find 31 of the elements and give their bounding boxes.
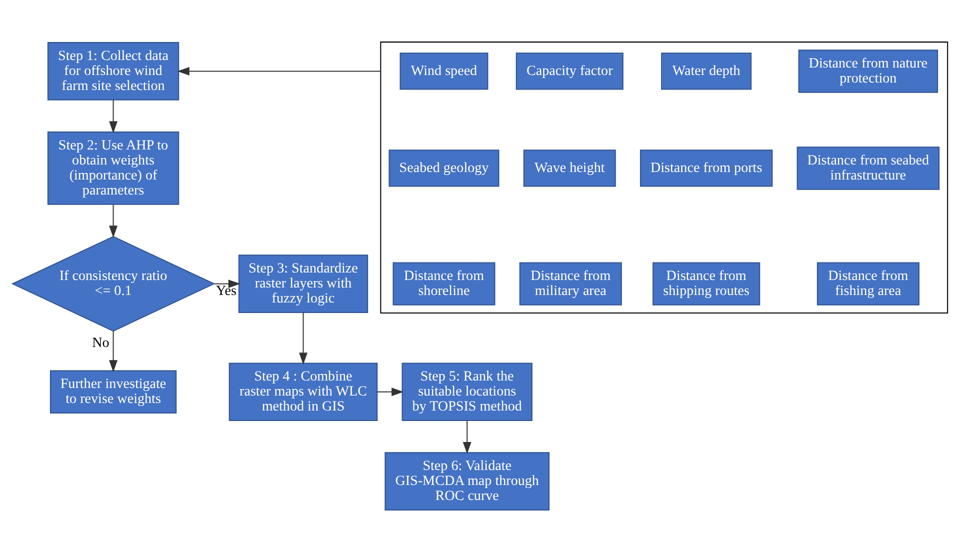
node-box: Wind speed xyxy=(400,52,488,90)
node-box: Capacity factor xyxy=(516,52,624,90)
arrow xyxy=(214,279,240,288)
cluster xyxy=(380,41,948,313)
node-box: Distance from ports xyxy=(640,149,773,186)
node-box: Water depth xyxy=(661,52,752,90)
node-box: Seabed geology xyxy=(388,149,500,186)
node-box: Distance from shipping routes xyxy=(652,262,760,305)
node-box: Distance from shoreline xyxy=(392,262,496,305)
arrow xyxy=(109,99,118,133)
node-box: Step 2: Use AHP to obtain weights (importance) of parameters xyxy=(47,131,180,204)
arrow xyxy=(377,387,404,396)
node-box: Distance from fishing area xyxy=(816,262,920,305)
edge-label: No xyxy=(92,334,110,351)
arrow xyxy=(462,420,472,454)
node-box: Distance from military area xyxy=(519,262,622,305)
node-box: Step 4 : Combine raster maps with WLC method in GIS xyxy=(228,362,378,421)
node-box: Wave height xyxy=(523,149,616,186)
edge-label: Yes xyxy=(216,282,236,299)
arrow xyxy=(109,204,118,238)
node-box: Step 1: Collect data for offshore wind farm site selection xyxy=(47,42,180,100)
node-box: Step 3: Standardize raster layers with fuzzy logic xyxy=(238,254,368,312)
node-box: Further investigate to revise weights xyxy=(50,370,177,413)
node-box: Distance from seabed infrastructure xyxy=(796,146,940,190)
arrow xyxy=(109,330,118,372)
node-box: Step 5: Rank the suitable locations by TOPSIS method xyxy=(402,362,532,421)
node-box: Distance from nature protection xyxy=(798,49,938,92)
node-diamond: If consistency ratio <= 0.1 xyxy=(11,236,216,332)
node-box: Step 6: Validate GIS-MCDA map through ROC curve xyxy=(384,452,550,510)
arrow xyxy=(299,312,308,364)
arrow xyxy=(177,66,381,75)
